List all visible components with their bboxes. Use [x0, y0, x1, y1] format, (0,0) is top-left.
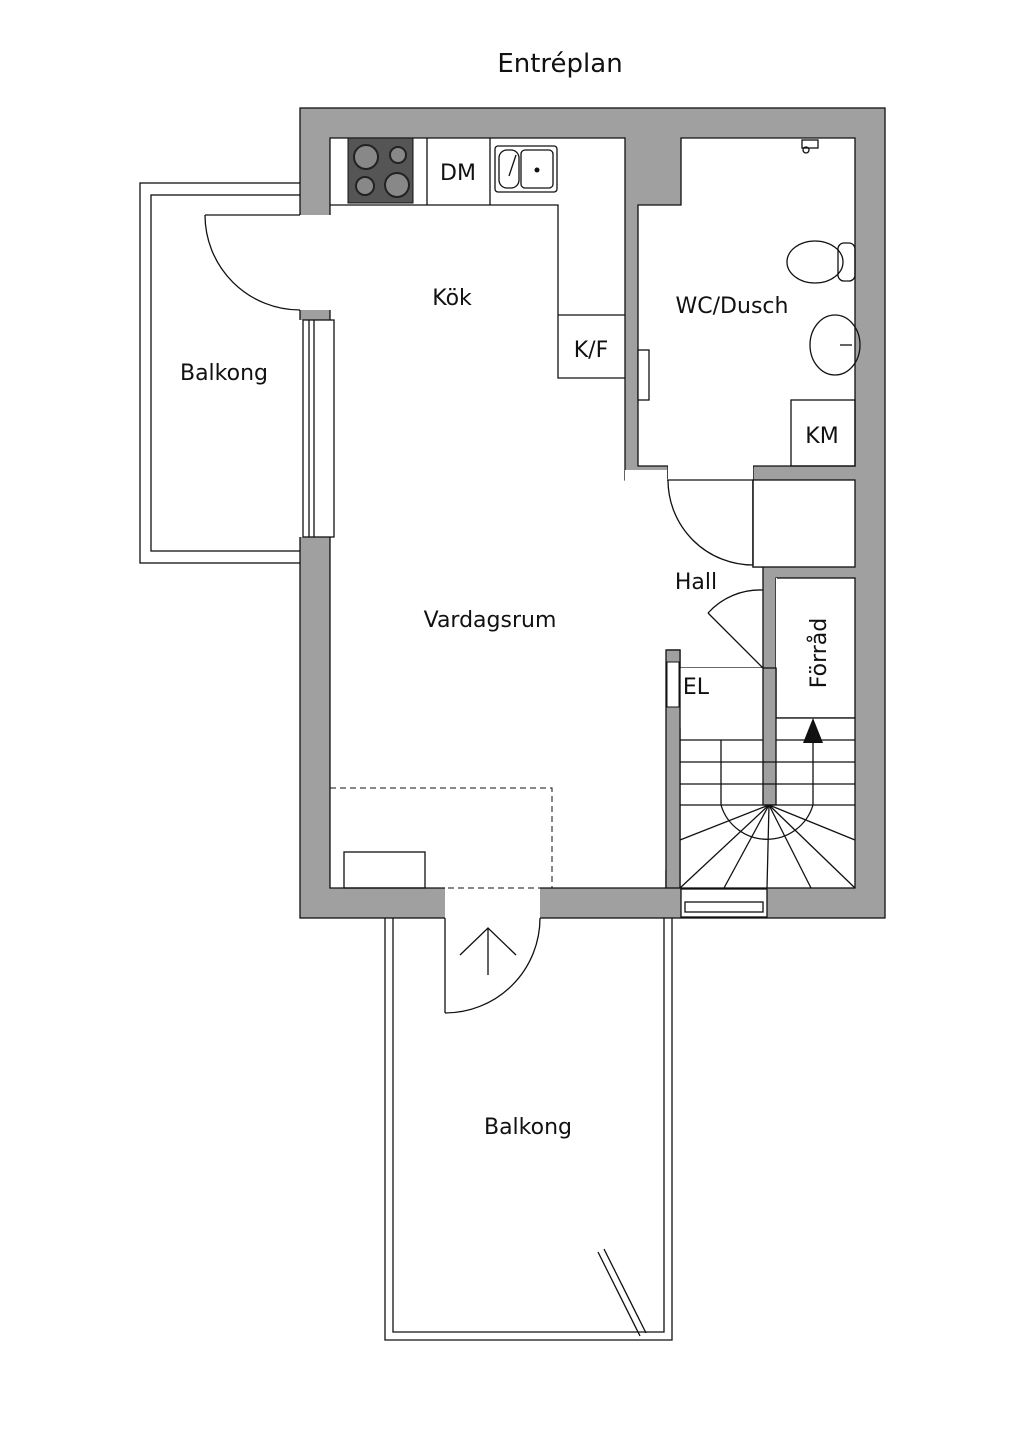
balcony-bottom	[384, 918, 673, 1341]
room-label-bathroom: WC/Dusch	[676, 294, 789, 319]
washing-machine-label: KM	[805, 424, 838, 449]
cabinet	[343, 851, 426, 889]
bathroom-fixtures: KM	[637, 139, 861, 467]
kitchen-counter: DM K/F	[330, 137, 625, 379]
room-label-storage: Förråd	[806, 618, 832, 688]
bathroom-door-swing	[667, 479, 754, 566]
room-label-kitchen: Kök	[432, 286, 472, 311]
plan-title: Entréplan	[497, 49, 622, 79]
walls	[299, 107, 886, 919]
dishwasher-label: DM	[440, 161, 476, 186]
sink-icon	[494, 145, 558, 193]
balcony-door-swing	[204, 214, 301, 311]
electrical-label: EL	[683, 675, 710, 700]
entrance-arrow-icon	[459, 927, 517, 975]
fridge-freezer-label: K/F	[574, 338, 609, 363]
washbasin-icon	[809, 314, 861, 376]
dining-area-outline	[329, 787, 553, 889]
doors	[204, 214, 764, 1014]
room-label-balcony-left: Balkong	[180, 361, 268, 386]
toilet-icon	[786, 240, 856, 284]
entrance-door-swing	[444, 917, 541, 1014]
shower-icon	[801, 139, 819, 154]
room-label-balcony-bottom: Balkong	[484, 1115, 572, 1140]
room-label-living: Vardagsrum	[424, 608, 557, 633]
storage-door-swing	[707, 589, 764, 614]
stove-icon	[347, 137, 414, 204]
room-label-hall: Hall	[675, 570, 717, 595]
staircase	[679, 718, 856, 889]
stair-direction-arrow-icon	[803, 718, 823, 743]
